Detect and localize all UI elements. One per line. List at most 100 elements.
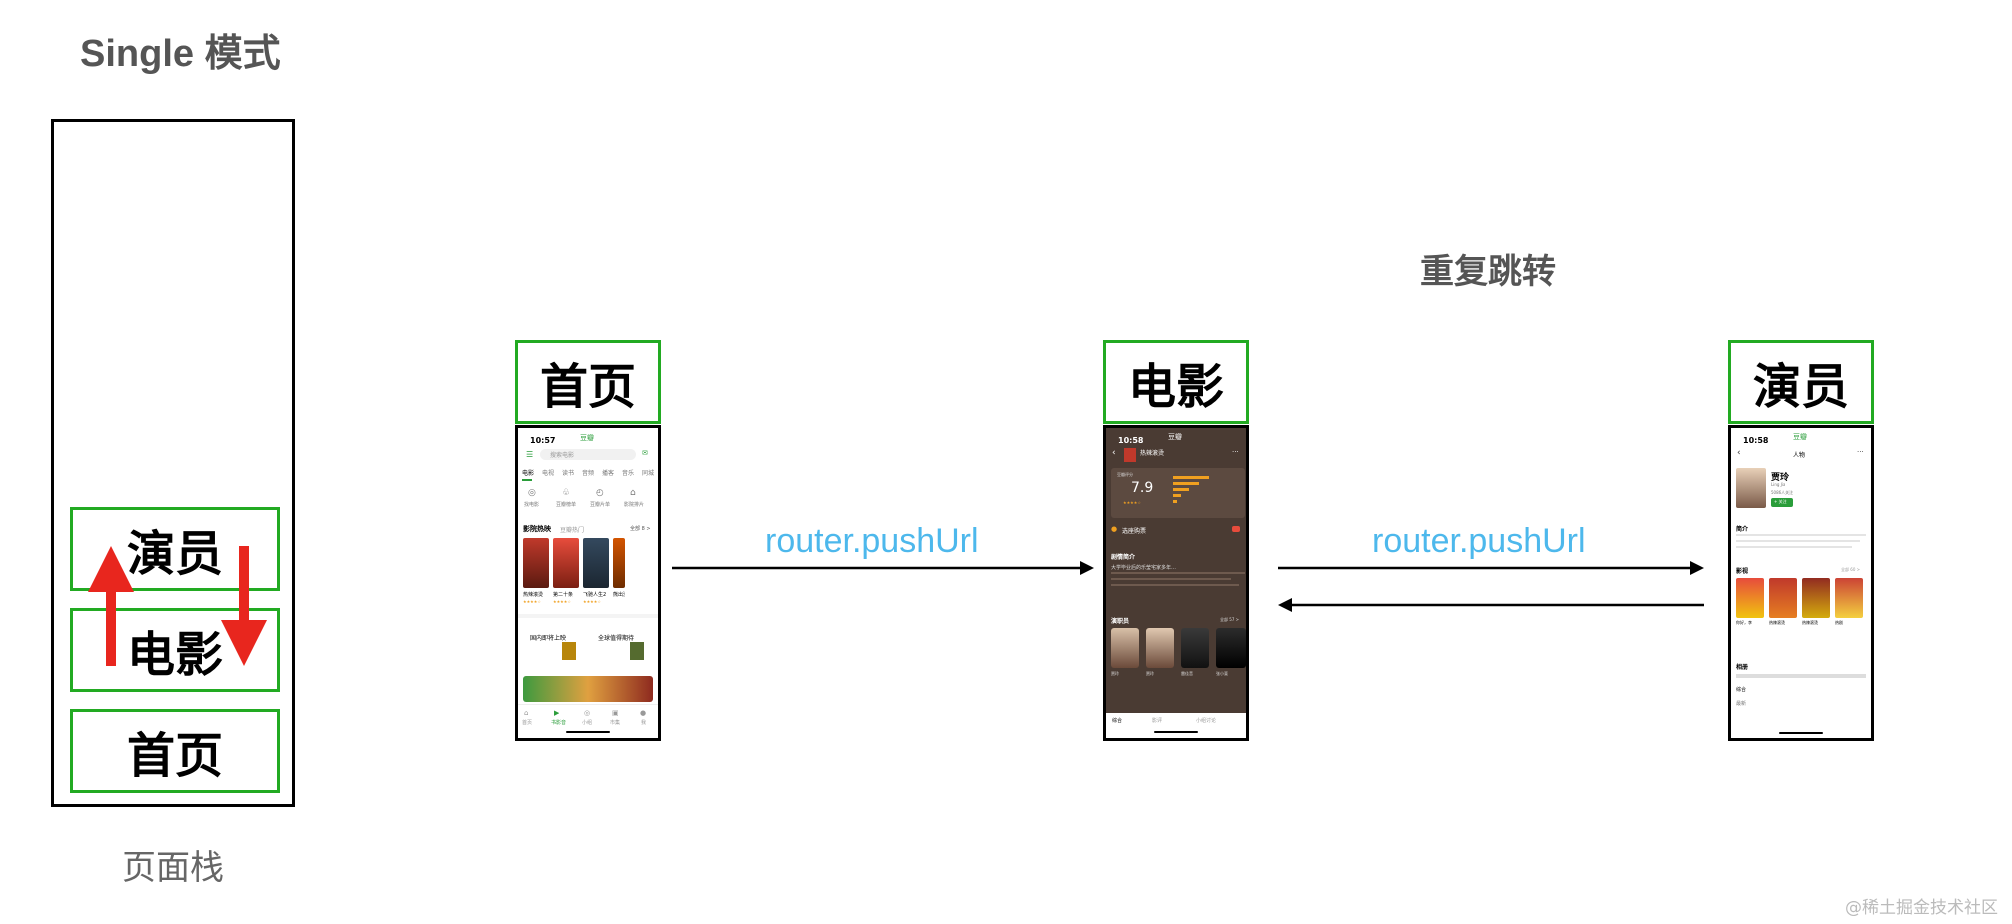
cast-name: 贾玲 <box>1111 671 1119 676</box>
home-tab[interactable]: 电影 <box>522 470 535 477</box>
cinema-icon[interactable]: ⌂ <box>630 488 636 498</box>
home-status-time: 10:57 <box>530 436 556 445</box>
quick-icon-label: 豆瓣榜单 <box>556 502 577 508</box>
bottom-tab-label: 市集 <box>610 720 621 726</box>
page-label-actor: 演员 <box>1728 340 1874 424</box>
home-section-title: 影院热映 <box>523 525 551 533</box>
intro-line <box>1111 572 1245 574</box>
home-tab[interactable]: 电视 <box>542 470 555 477</box>
work-poster[interactable] <box>1769 578 1797 618</box>
home-tab-bar: 电影 电视 读书 音频 播客 音乐 同城 <box>522 468 658 478</box>
stack-item-actor: 演员 <box>70 507 280 591</box>
movie-tab[interactable]: 影评 <box>1152 718 1163 724</box>
rating-stars: ★★★★☆ <box>1123 500 1141 505</box>
actor-status-time: 10:58 <box>1743 436 1769 445</box>
expected-poster[interactable] <box>630 642 644 660</box>
cast-avatar[interactable] <box>1216 628 1246 668</box>
actor-tab[interactable]: 综合 <box>1736 687 1747 693</box>
menu-icon[interactable]: ☰ <box>526 450 534 459</box>
work-poster[interactable] <box>1802 578 1830 618</box>
back-icon[interactable]: ‹ <box>1112 448 1116 458</box>
message-icon[interactable]: ✉ <box>642 449 648 457</box>
movie-poster[interactable] <box>613 538 625 588</box>
rating-bar <box>1173 494 1181 497</box>
profile-tab-icon[interactable]: ● <box>640 709 647 717</box>
home-app-name: 豆瓣 <box>580 434 594 442</box>
rating-card: 豆瓣评分 7.9 ★★★★☆ <box>1111 468 1245 518</box>
cast-avatar[interactable] <box>1111 628 1139 668</box>
find-movie-icon[interactable]: ◎ <box>528 488 536 498</box>
home-tab[interactable]: 播客 <box>602 470 615 477</box>
movie-tab[interactable]: 小组讨论 <box>1196 718 1217 724</box>
photo-strip[interactable] <box>1736 674 1866 678</box>
home-section-more[interactable]: 全部 8 > <box>630 526 651 532</box>
ranking-icon[interactable]: ♧ <box>562 488 571 498</box>
movie-app-name: 豆瓣 <box>1168 433 1182 441</box>
movie-header-name: 热辣滚烫 <box>1140 450 1165 457</box>
cast-avatar[interactable] <box>1181 628 1209 668</box>
home-section-sub[interactable]: 豆瓣热门 <box>560 527 585 534</box>
work-poster[interactable] <box>1835 578 1863 618</box>
list-icon[interactable]: ◴ <box>596 488 604 498</box>
follow-button-label: + 关注 <box>1774 499 1787 504</box>
movie-title: 第二十条 <box>553 592 574 598</box>
rating-value: 7.9 <box>1131 480 1154 496</box>
bottom-tab-label: 我 <box>641 720 647 726</box>
movie-poster[interactable] <box>583 538 609 588</box>
upcoming-poster[interactable] <box>562 642 576 660</box>
actor-intro-title: 简介 <box>1736 526 1749 533</box>
home-tab[interactable]: 音乐 <box>622 470 635 477</box>
more-icon[interactable]: ··· <box>1232 448 1239 456</box>
work-poster[interactable] <box>1736 578 1764 618</box>
home-tab[interactable]: 同城 <box>642 470 655 477</box>
movie-title: 热辣滚烫 <box>523 592 544 598</box>
active-tab-indicator <box>522 479 532 481</box>
diagram-title: Single 模式 <box>80 33 281 75</box>
stack-item-movie: 电影 <box>70 608 280 692</box>
rating-stars: ★★★★☆ <box>553 599 571 604</box>
actor-header: 人物 <box>1793 452 1806 459</box>
work-title: 热辣滚烫 <box>1769 620 1785 625</box>
bottom-tab-label: 书影音 <box>551 720 567 726</box>
home-tab-icon[interactable]: ⌂ <box>524 709 529 717</box>
home-tab[interactable]: 音频 <box>582 470 595 477</box>
home-screenshot: 10:57 豆瓣 ☰ 搜索电影 ✉ 电影 电视 读书 音频 播客 音乐 同城 ◎… <box>515 425 661 741</box>
rating-label: 豆瓣评分 <box>1117 472 1133 477</box>
upcoming-title[interactable]: 国内即将上映 <box>530 635 567 642</box>
group-tab-icon[interactable]: ◎ <box>584 709 591 717</box>
home-indicator <box>566 731 610 733</box>
intro-line <box>1736 546 1852 548</box>
home-tab[interactable]: 读书 <box>562 470 575 477</box>
watermark: @稀土掘金技术社区 <box>1845 898 1998 918</box>
more-icon[interactable]: ··· <box>1857 448 1864 456</box>
media-tab-icon[interactable]: ▶ <box>554 709 560 717</box>
actor-photo <box>1736 468 1766 508</box>
movie-tab[interactable]: 综合 <box>1112 718 1123 724</box>
movie-poster[interactable] <box>523 538 549 588</box>
movie-status-time: 10:58 <box>1118 436 1144 445</box>
promo-banner[interactable] <box>523 676 653 702</box>
cast-more[interactable]: 全部 57 > <box>1220 617 1239 622</box>
actor-tab[interactable]: 最新 <box>1736 701 1747 707</box>
bottom-tab-label: 小组 <box>582 720 593 726</box>
home-search-input[interactable]: 搜索电影 <box>540 449 636 460</box>
photos-title: 相册 <box>1736 664 1749 671</box>
actor-name: 贾玲 <box>1771 473 1790 483</box>
actor-app-name: 豆瓣 <box>1793 433 1807 441</box>
red-down-arrow <box>221 546 267 666</box>
movie-poster[interactable] <box>553 538 579 588</box>
actor-followers: 5086人关注 <box>1771 490 1794 495</box>
expected-title[interactable]: 全球值得期待 <box>598 635 635 642</box>
intro-line <box>1736 540 1860 542</box>
works-more[interactable]: 全部 60 > <box>1841 567 1860 572</box>
follow-button[interactable]: + 关注 <box>1771 498 1793 507</box>
ticket-icon: ● <box>1111 525 1118 533</box>
buy-ticket-link[interactable]: 选座购票 <box>1122 528 1147 535</box>
actor-screenshot: 10:58 豆瓣 ‹ 人物 ··· 贾玲 Ling Jia 5086人关注 + … <box>1728 425 1874 741</box>
market-tab-icon[interactable]: ▣ <box>612 709 619 717</box>
back-icon[interactable]: ‹ <box>1737 448 1741 458</box>
works-title: 影视 <box>1736 568 1749 575</box>
divider <box>518 614 658 618</box>
cast-avatar[interactable] <box>1146 628 1174 668</box>
